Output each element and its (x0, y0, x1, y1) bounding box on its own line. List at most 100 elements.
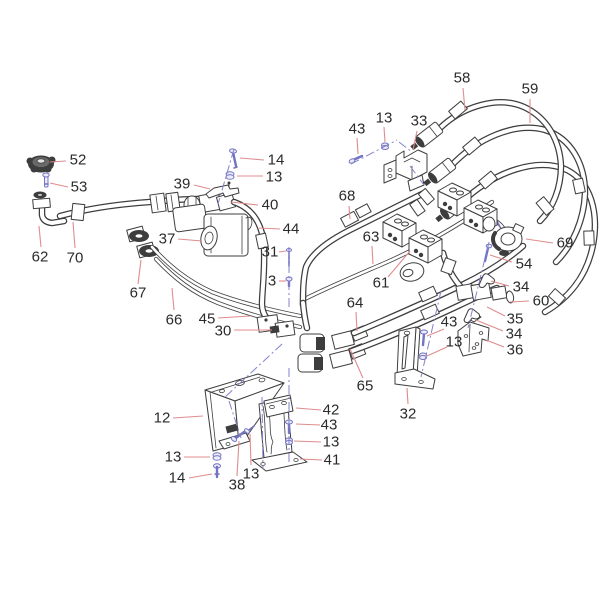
part-number-62: 62 (32, 249, 49, 266)
part-number-54: 54 (516, 256, 533, 273)
leader-line-38 (236, 440, 240, 477)
bracket-36 (457, 312, 490, 357)
part-number-52: 52 (70, 152, 87, 169)
leader-line-53 (49, 182, 69, 188)
leader-line-43 (295, 423, 321, 426)
part-number-60: 60 (533, 293, 550, 310)
bracket-32 (394, 326, 436, 390)
hose-59-loop (423, 124, 589, 266)
leader-line-31 (278, 250, 287, 253)
leader-line-14 (239, 157, 265, 161)
leader-line-65 (349, 348, 364, 379)
junction-block-30 (256, 299, 311, 338)
clip-34-lower (463, 308, 481, 323)
valve-block-4 (408, 229, 443, 264)
part-number-66: 66 (166, 312, 183, 329)
part-number-34: 34 (513, 279, 530, 296)
part-number-14: 14 (169, 470, 186, 487)
part-number-31: 31 (262, 244, 279, 261)
bolt-53 (42, 172, 50, 188)
elbow-fitting-62 (32, 197, 68, 227)
part-number-43: 43 (441, 314, 458, 331)
part-number-37: 37 (159, 231, 176, 248)
part-number-39: 39 (174, 176, 191, 193)
ring-fitting-69 (491, 216, 525, 256)
leader-line-41 (299, 458, 323, 461)
leader-line-45 (217, 315, 251, 319)
part-number-30: 30 (215, 323, 232, 340)
leader-line-12 (172, 415, 204, 419)
leader-line-32 (406, 387, 409, 405)
part-number-34: 34 (506, 326, 523, 343)
leader-line-34 (490, 280, 510, 287)
leader-line-62 (38, 225, 42, 248)
valve-body-37 (172, 203, 253, 257)
part-number-64: 64 (347, 295, 364, 312)
part-number-45: 45 (199, 311, 216, 328)
part-number-33: 33 (411, 113, 428, 130)
leader-line-60 (509, 300, 530, 303)
bracket-33 (383, 149, 428, 192)
leader-line-68 (348, 205, 351, 220)
washer (33, 191, 47, 199)
part-number-44: 44 (283, 221, 300, 238)
nut-13-top-left (225, 171, 235, 180)
leader-line-33 (412, 130, 418, 151)
leader-line-43 (426, 328, 445, 337)
part-number-32: 32 (400, 406, 417, 423)
parts-artwork (26, 99, 599, 479)
part-number-69: 69 (557, 235, 574, 252)
leader-line-37 (177, 238, 203, 242)
part-number-3: 3 (268, 273, 276, 290)
part-number-42: 42 (323, 402, 340, 419)
part-number-41: 41 (324, 452, 341, 469)
plate-42 (263, 394, 294, 418)
leader-line-40 (230, 201, 259, 206)
leader-line-35 (486, 306, 506, 317)
leader-line-66 (171, 287, 175, 311)
part-number-38: 38 (229, 477, 246, 494)
leader-line-14 (188, 473, 213, 479)
hose-end-fitting (423, 157, 457, 187)
part-number-65: 65 (357, 378, 374, 395)
bolt-43-right (420, 329, 428, 347)
part-number-68: 68 (339, 188, 356, 205)
part-number-63: 63 (363, 229, 380, 246)
part-number-13: 13 (266, 169, 283, 186)
nut-13-top-right (381, 142, 389, 150)
assembly-centerlines (217, 139, 490, 470)
part-number-13: 13 (243, 466, 260, 483)
valve-block-2 (463, 199, 498, 234)
part-number-40: 40 (262, 197, 279, 214)
part-number-13: 13 (446, 334, 463, 351)
pin-54 (483, 243, 493, 263)
nut-13-right (419, 352, 427, 360)
part-number-35: 35 (507, 311, 524, 328)
leader-line-13 (293, 440, 322, 443)
leader-line-44 (258, 227, 281, 230)
part-number-61: 61 (373, 275, 390, 292)
leader-line-52 (49, 160, 67, 163)
hose-68 (299, 187, 435, 309)
hose-66-upper (149, 244, 303, 319)
leader-line-43 (356, 137, 359, 155)
screw-13-mid (244, 425, 255, 434)
part-number-14: 14 (268, 152, 285, 169)
part-number-53: 53 (71, 179, 88, 196)
cap-52 (26, 155, 56, 173)
leader-line-13 (249, 433, 252, 466)
part-number-36: 36 (507, 342, 524, 359)
leader-line-34 (475, 319, 504, 332)
ball-fittings-67 (126, 225, 159, 259)
part-number-43: 43 (349, 121, 366, 138)
part-number-12: 12 (154, 410, 171, 427)
part-number-13: 13 (323, 434, 340, 451)
part-number-70: 70 (67, 250, 84, 267)
leader-line-64 (355, 311, 358, 332)
part-number-59: 59 (522, 81, 539, 98)
part-number-13: 13 (165, 449, 182, 466)
leader-line-42 (295, 407, 322, 411)
callout-leader-lines (38, 87, 554, 479)
